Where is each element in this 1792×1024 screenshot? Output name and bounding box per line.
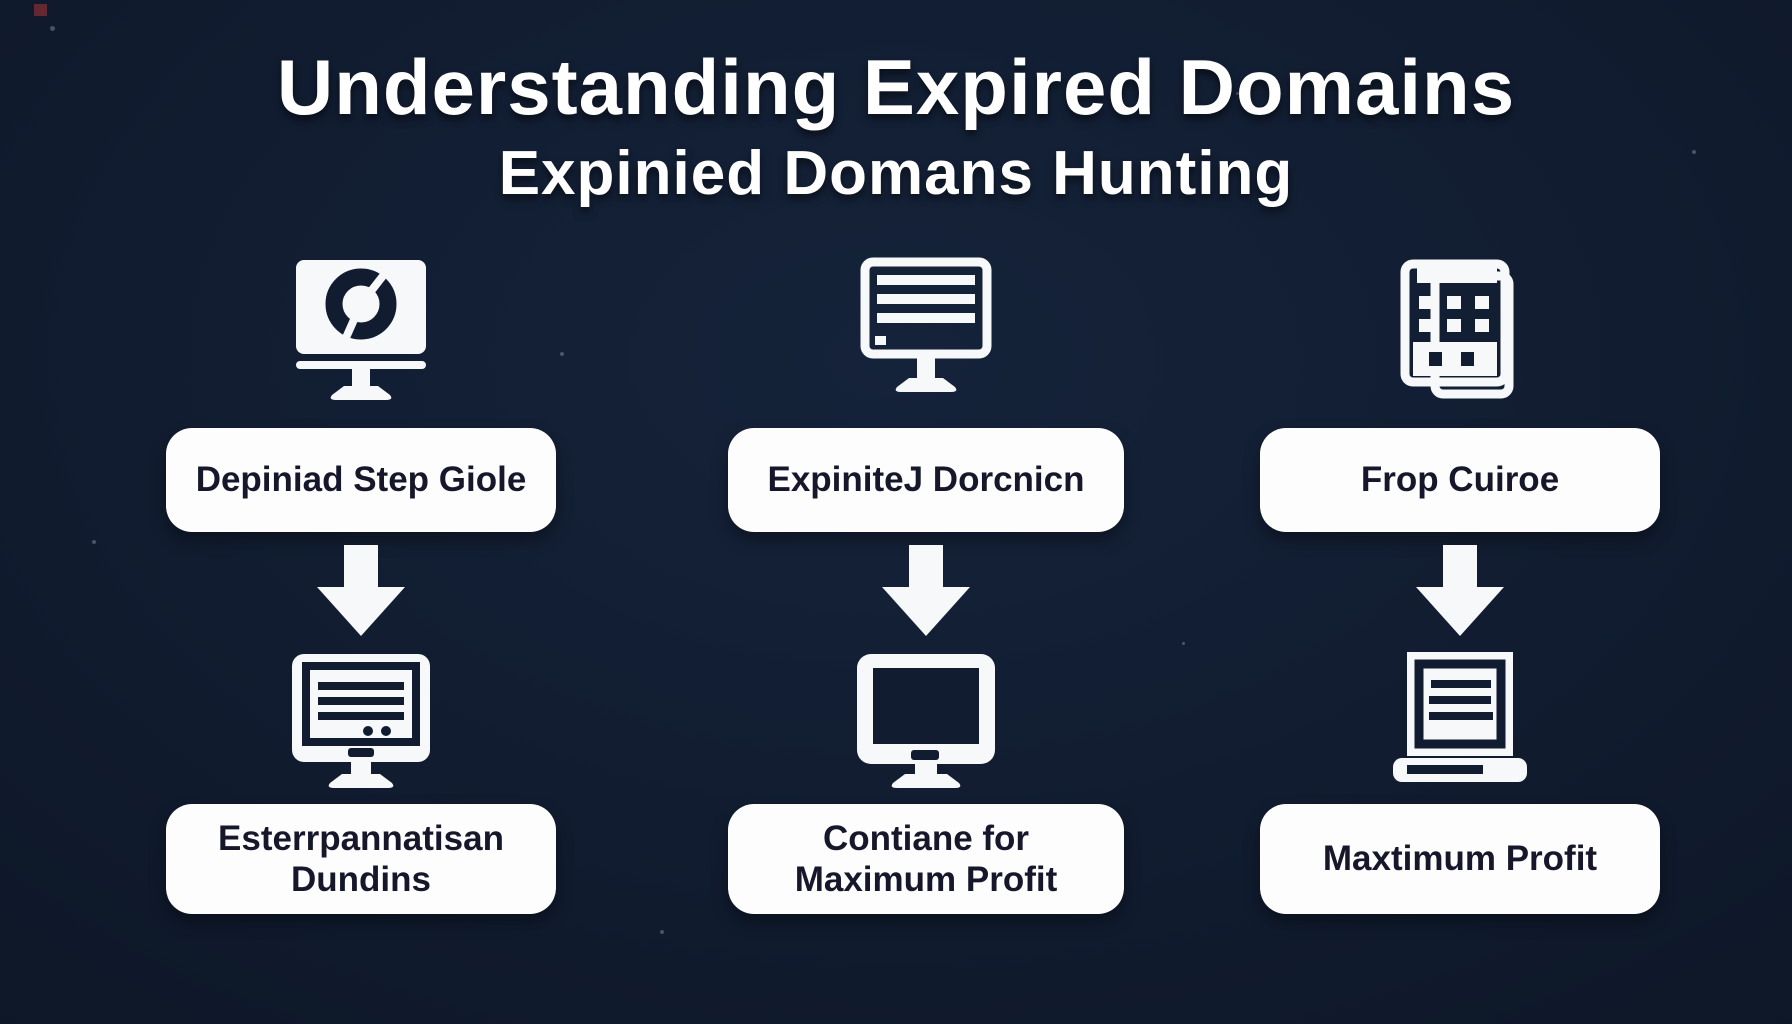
star-speck bbox=[660, 930, 664, 934]
star-speck bbox=[560, 352, 564, 356]
result-card: Esterrpannatisan Dundins bbox=[166, 804, 556, 914]
laptop-document-icon bbox=[1385, 652, 1535, 792]
flow-column-1: Depiniad Step Giole Esterrpannatisan bbox=[166, 260, 556, 914]
star-speck bbox=[50, 26, 55, 31]
star-speck bbox=[1692, 150, 1696, 154]
step-card: Frop Cuiroe bbox=[1260, 428, 1660, 532]
monitor-pie-chart-icon bbox=[286, 260, 436, 406]
step-card-label: ExpiniteJ Dorcnicn bbox=[767, 460, 1085, 500]
monitor-document-icon bbox=[286, 654, 436, 792]
corner-artifact-square bbox=[34, 4, 47, 16]
page-subtitle: Expinied Domans Hunting bbox=[498, 139, 1294, 208]
result-card-label: Maxtimum Profit bbox=[1322, 839, 1598, 879]
down-arrow-icon bbox=[871, 545, 981, 636]
monitor-list-icon bbox=[851, 257, 1001, 406]
monitor-blank-screen-icon bbox=[851, 654, 1001, 792]
page-title: Understanding Expired Domains bbox=[276, 43, 1516, 131]
flow-column-2: ExpiniteJ Dorcnicn Contiane for Maximum … bbox=[728, 257, 1124, 914]
flow-column-3: Frop Cuiroe Maxtimum Profit bbox=[1260, 259, 1660, 914]
result-card: Contiane for Maximum Profit bbox=[728, 804, 1124, 914]
down-arrow-icon bbox=[1405, 545, 1515, 636]
calendar-grid-icon bbox=[1385, 259, 1535, 406]
result-card: Maxtimum Profit bbox=[1260, 804, 1660, 914]
step-card: ExpiniteJ Dorcnicn bbox=[728, 428, 1124, 532]
star-speck bbox=[1182, 642, 1185, 645]
step-card-label: Frop Cuiroe bbox=[1360, 460, 1560, 500]
step-card: Depiniad Step Giole bbox=[166, 428, 556, 532]
star-speck bbox=[92, 540, 96, 544]
down-arrow-icon bbox=[306, 545, 416, 636]
result-card-label: Esterrpannatisan Dundins bbox=[218, 818, 504, 899]
step-card-label: Depiniad Step Giole bbox=[195, 460, 527, 500]
star-speck bbox=[1236, 92, 1239, 95]
result-card-label: Contiane for Maximum Profit bbox=[794, 818, 1058, 899]
